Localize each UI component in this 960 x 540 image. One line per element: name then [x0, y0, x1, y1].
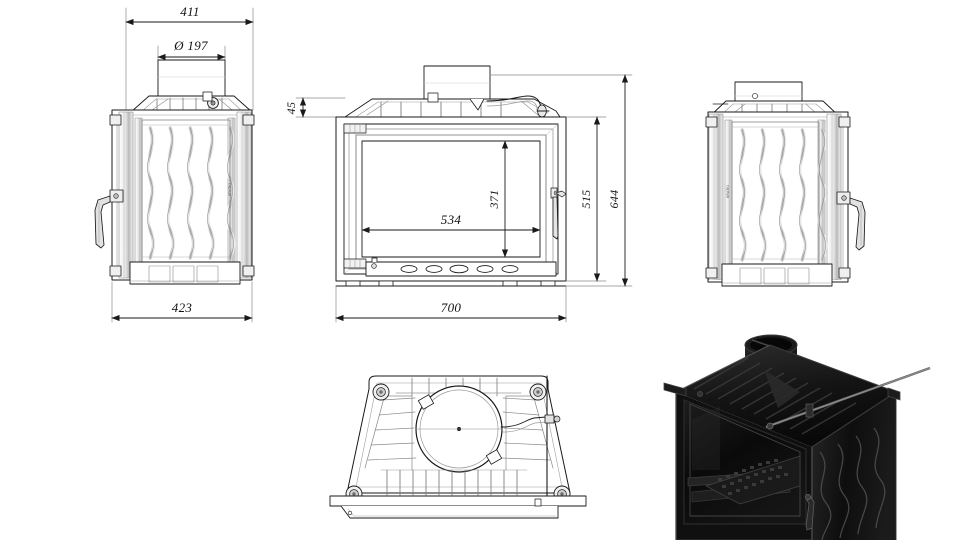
dim-644-label: 644 — [607, 190, 621, 209]
feet-front — [335, 280, 567, 287]
flue-collar-front — [423, 65, 491, 100]
glass-pane — [361, 140, 541, 258]
door-hinges-left — [109, 114, 255, 277]
wavy-grate-outline-right — [739, 129, 826, 261]
flue-collar-left — [157, 59, 226, 97]
dim-423-label: 423 — [172, 300, 193, 315]
top-side-fins — [364, 395, 554, 471]
base-plinth-left — [129, 261, 241, 285]
door-handle-right[interactable] — [836, 191, 866, 251]
dimension-glass-height: 371 — [487, 140, 509, 258]
dim-45-label: 45 — [284, 102, 298, 115]
top-view — [329, 375, 587, 519]
render-grate-plate — [704, 455, 801, 505]
render-door-handle[interactable] — [805, 494, 815, 531]
dim-534-label: 534 — [441, 212, 462, 227]
render-wavy-pattern — [819, 427, 886, 540]
dimension-total-width: 700 — [335, 286, 567, 323]
hinge-plates-front — [343, 123, 367, 269]
door-frame-front — [343, 123, 559, 275]
side-metal-bands-right — [708, 113, 842, 280]
vent-holes — [400, 264, 519, 274]
dim-371-label: 371 — [487, 190, 501, 210]
left-side-view: 411 Ø 197 — [94, 4, 255, 323]
dimension-flue-outer-width: 411 — [125, 4, 254, 111]
dim-d197-label: Ø 197 — [173, 38, 208, 53]
dimension-glass-width: 534 — [361, 212, 541, 234]
dimension-left-depth: 423 — [111, 281, 253, 323]
side-brand-text-right: KRATKI — [726, 185, 730, 198]
dimension-body-height: 515 — [565, 116, 607, 282]
dim-700-label: 700 — [441, 300, 462, 315]
right-side-view: KRATKI — [705, 81, 866, 287]
render-right-side — [811, 387, 901, 540]
flue-opening-top — [415, 385, 503, 473]
dim-411-label: 411 — [180, 4, 199, 19]
render-top-deck — [675, 344, 897, 447]
dimension-top-offset: 45 — [284, 97, 346, 118]
side-brand-text: KRATKI — [228, 183, 232, 196]
door-hinges-right — [705, 116, 851, 279]
dim-515-label: 515 — [579, 190, 593, 209]
wavy-grate-outline-left — [147, 127, 234, 259]
dimension-total-height: 644 — [489, 74, 633, 287]
bottom-vent-bar — [365, 257, 557, 277]
render-front-door — [663, 382, 813, 540]
door-handle-left[interactable] — [94, 189, 124, 249]
top-bottom-slats — [386, 469, 518, 496]
front-rail-top — [329, 495, 587, 519]
front-view: 45 — [284, 65, 633, 323]
render-air-rod[interactable] — [765, 366, 931, 430]
top-hood-front — [344, 92, 561, 118]
door-handle-front[interactable] — [550, 187, 567, 240]
isometric-render — [663, 334, 931, 540]
base-plinth-right — [721, 263, 833, 287]
